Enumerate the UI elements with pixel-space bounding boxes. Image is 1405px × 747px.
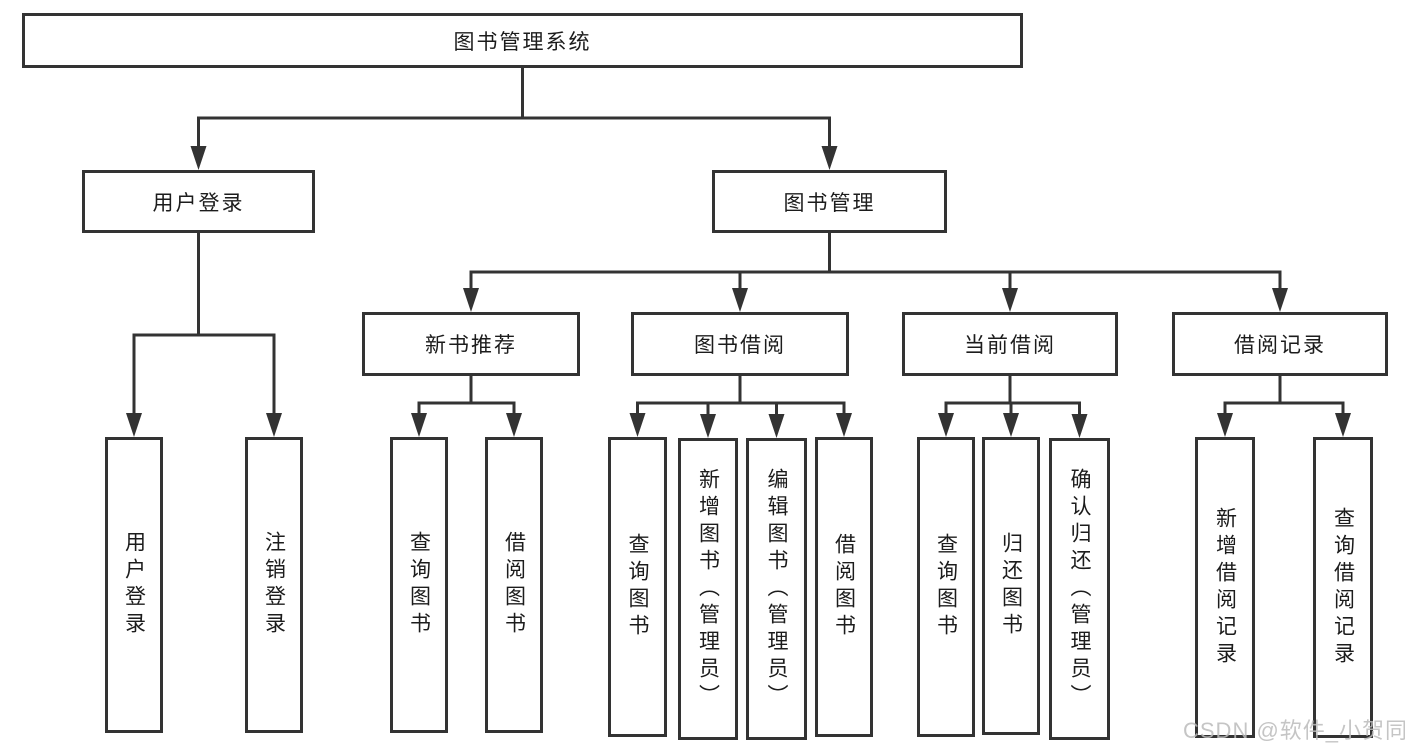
node-label: 注销登录 — [262, 531, 286, 639]
arrowhead-icon — [1071, 414, 1088, 438]
node-label: 查询借阅记录 — [1331, 506, 1355, 669]
node-label: 当前借阅 — [964, 334, 1056, 357]
node-borrow-records: 借阅记录 — [1172, 312, 1388, 376]
arrowhead-icon — [1217, 413, 1233, 437]
node-label: 新增借阅记录 — [1213, 506, 1237, 669]
node-leaf-borrow-books-newrec: 借阅图书 — [485, 437, 543, 733]
node-leaf-return-books: 归还图书 — [982, 437, 1040, 735]
node-label: 用户登录 — [122, 531, 146, 639]
node-label: 查询图书 — [407, 531, 431, 639]
node-leaf-query-borrow-record: 查询借阅记录 — [1313, 437, 1373, 738]
node-label: 借阅图书 — [502, 531, 526, 639]
node-leaf-add-books-admin: 新增图书（管理员） — [678, 438, 738, 740]
arrowhead-icon — [463, 288, 479, 312]
node-leaf-user-login: 用户登录 — [105, 437, 163, 733]
arrowhead-icon — [1272, 288, 1288, 312]
arrowhead-icon — [821, 146, 838, 170]
arrowhead-icon — [700, 414, 716, 438]
node-leaf-query-books-borrow: 查询图书 — [608, 437, 667, 737]
node-label: 用户登录 — [152, 191, 245, 215]
node-leaf-query-books-newrec: 查询图书 — [390, 437, 448, 733]
node-label: 图书管理 — [783, 191, 876, 215]
arrowhead-icon — [1002, 288, 1018, 312]
node-user-login: 用户登录 — [82, 170, 315, 233]
arrowhead-icon — [506, 413, 522, 437]
node-leaf-logout: 注销登录 — [245, 437, 303, 733]
node-leaf-edit-books-admin: 编辑图书（管理员） — [746, 438, 807, 740]
node-label: 确认归还（管理员） — [1068, 467, 1091, 711]
arrowhead-icon — [836, 413, 852, 437]
node-label: 图书管理系统 — [453, 30, 592, 54]
node-leaf-query-books-current: 查询图书 — [917, 437, 975, 737]
node-book-borrow: 图书借阅 — [631, 312, 849, 376]
node-leaf-confirm-return-admin: 确认归还（管理员） — [1049, 438, 1110, 740]
node-new-book-rec: 新书推荐 — [362, 312, 580, 376]
arrowhead-icon — [411, 413, 427, 437]
arrowhead-icon — [1335, 413, 1351, 437]
connector-lines — [132, 66, 1345, 420]
node-label: 借阅图书 — [832, 533, 856, 641]
arrowhead-icon — [938, 413, 954, 437]
node-label: 查询图书 — [626, 533, 649, 641]
node-label: 新书推荐 — [425, 334, 517, 357]
arrowhead-icon — [266, 413, 282, 437]
arrowhead-icon — [768, 414, 785, 438]
node-label: 新增图书（管理员） — [696, 467, 720, 711]
arrowhead-icon — [126, 413, 142, 437]
node-root: 图书管理系统 — [22, 13, 1023, 68]
arrowhead-icon — [629, 413, 646, 437]
node-current-borrow: 当前借阅 — [902, 312, 1118, 376]
node-book-mgmt: 图书管理 — [712, 170, 947, 233]
node-label: 图书借阅 — [694, 334, 786, 357]
arrowhead-icon — [1003, 413, 1019, 437]
node-label: 借阅记录 — [1234, 334, 1326, 357]
node-leaf-borrow-books-borrow: 借阅图书 — [815, 437, 873, 737]
node-label: 编辑图书（管理员） — [765, 467, 788, 711]
node-label: 归还图书 — [999, 532, 1023, 640]
arrowhead-icon — [732, 288, 748, 312]
node-leaf-add-borrow-record: 新增借阅记录 — [1195, 437, 1255, 738]
node-label: 查询图书 — [934, 533, 958, 641]
arrowhead-icon — [190, 146, 207, 170]
